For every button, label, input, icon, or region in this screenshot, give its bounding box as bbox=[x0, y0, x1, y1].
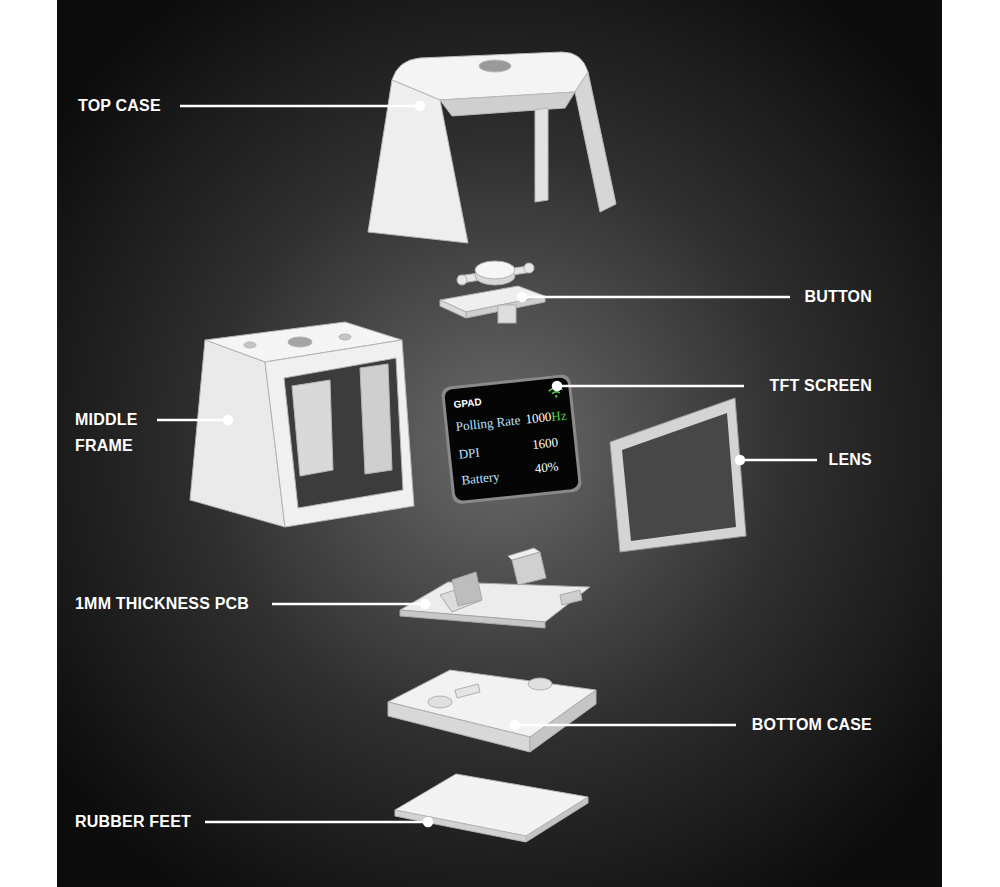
screen-text-area: GPADPolling Rate1000HzDPI 1600Battery 40% bbox=[444, 377, 579, 501]
screen-field: DPI bbox=[458, 445, 481, 463]
part-label: TFT SCREEN bbox=[770, 373, 872, 399]
bottom-case-drawing bbox=[388, 670, 596, 752]
screen-value: 1600 bbox=[531, 434, 559, 453]
part-label: 1MM THICKNESS PCB bbox=[75, 591, 249, 617]
part-label: BUTTON bbox=[804, 284, 872, 310]
screen-value: 40% bbox=[534, 458, 559, 476]
lens-drawing bbox=[610, 398, 746, 552]
top-case-drawing bbox=[368, 52, 616, 243]
screen-brand: GPAD bbox=[453, 394, 483, 413]
leader-lines bbox=[157, 102, 817, 826]
part-label: BOTTOM CASE bbox=[752, 712, 872, 738]
rubber-feet-drawing bbox=[395, 774, 588, 842]
background-panel bbox=[57, 0, 942, 887]
part-label: MIDDLE FRAME bbox=[75, 407, 157, 459]
middle-frame-drawing bbox=[190, 322, 414, 527]
button-drawing bbox=[440, 261, 545, 323]
pcb-drawing bbox=[400, 548, 590, 628]
screen-unit: Hz bbox=[551, 407, 568, 424]
part-label: RUBBER FEET bbox=[75, 809, 191, 835]
part-label: LENS bbox=[829, 447, 872, 473]
part-label: TOP CASE bbox=[78, 93, 161, 119]
screen-value: 1000 bbox=[525, 409, 553, 428]
tft-screen-drawing bbox=[441, 374, 583, 505]
screen-field: Polling Rate bbox=[455, 412, 521, 435]
screen-field: Battery bbox=[461, 469, 501, 489]
